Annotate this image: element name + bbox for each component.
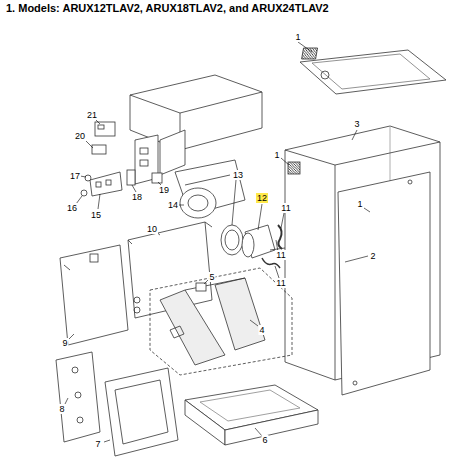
figure-title: 1. Models: ARUX12TLAV2, ARUX18TLAV2, and… — [6, 2, 329, 14]
callout-number: 18 — [131, 192, 143, 202]
callout-number: 6 — [261, 435, 268, 445]
callout-number: 20 — [74, 131, 86, 141]
callout-number: 13 — [232, 170, 244, 180]
callout-number: 1 — [294, 32, 301, 42]
callout-number: 1 — [356, 199, 363, 209]
callout-number: 4 — [258, 325, 265, 335]
callout-number: 9 — [61, 338, 68, 348]
callout-number: 11 — [275, 250, 286, 260]
callout-number: 7 — [94, 439, 101, 449]
callout-number: 11 — [275, 278, 286, 288]
callout-number: 2 — [369, 251, 376, 261]
callout-number: 8 — [58, 404, 65, 414]
callout-number: 10 — [146, 224, 158, 234]
callout-number: 19 — [158, 185, 170, 195]
callout-number: 3 — [353, 119, 360, 129]
callout-number: 12 — [256, 193, 268, 203]
callout-number: 17 — [69, 171, 81, 181]
callout-number: 11 — [280, 203, 291, 213]
callout-number: 5 — [208, 272, 215, 282]
callout-number: 15 — [90, 210, 102, 220]
callout-number: 21 — [86, 110, 98, 120]
callout-number: 1 — [273, 150, 280, 160]
callout-number: 14 — [167, 200, 179, 210]
callout-number: 16 — [66, 203, 78, 213]
